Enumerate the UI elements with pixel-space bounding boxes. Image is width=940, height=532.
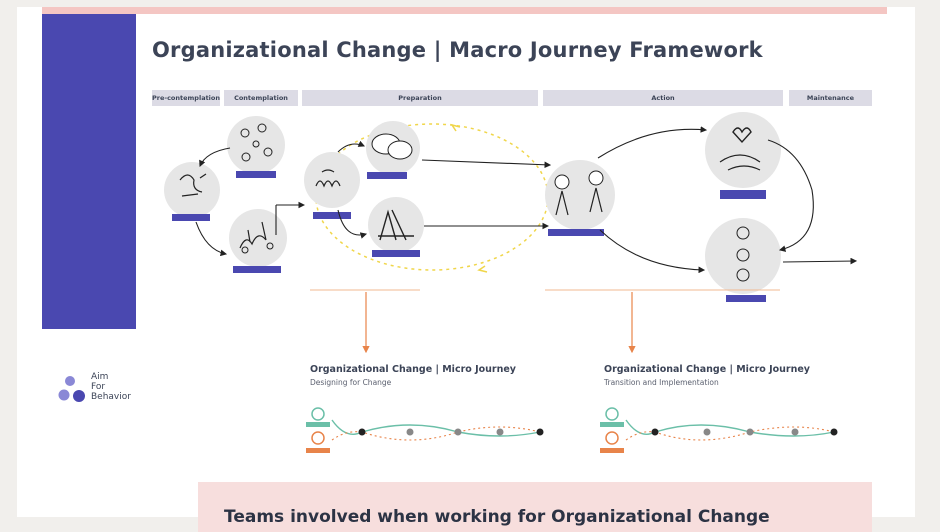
logo-text: Aim For Behavior xyxy=(91,372,131,402)
circle-design xyxy=(368,197,424,253)
tag-emotional xyxy=(236,171,276,178)
top-accent-bar xyxy=(42,7,887,14)
tag-transition xyxy=(548,229,604,236)
tag-overcoming xyxy=(367,172,407,179)
circle-continuous xyxy=(705,218,781,294)
circle-overcoming xyxy=(366,121,420,175)
tag-awareness xyxy=(172,214,210,221)
loop-arrow-bottom xyxy=(477,265,488,273)
stage-action: Action xyxy=(543,90,783,106)
tag-positive xyxy=(720,190,766,199)
stage-contemplation: Contemplation xyxy=(224,90,298,106)
page-title: Organizational Change | Macro Journey Fr… xyxy=(152,38,763,62)
micro-journey-2-subtitle: Transition and Implementation xyxy=(604,378,719,387)
micro-journey-2 xyxy=(600,407,838,453)
micro-journey-1 xyxy=(306,407,544,453)
tag-organizational xyxy=(233,266,281,273)
side-accent-bar xyxy=(42,14,136,329)
loop-arrow-top xyxy=(450,123,461,132)
tag-mindset xyxy=(313,212,351,219)
teams-section: Teams involved when working for Organiza… xyxy=(198,482,872,532)
circle-mindset xyxy=(304,152,360,208)
stage-preparation: Preparation xyxy=(302,90,538,106)
circle-awareness xyxy=(164,162,220,218)
stage-maintenance: Maintenance xyxy=(789,90,872,106)
circle-emotional xyxy=(227,116,285,174)
micro-journey-1-title: Organizational Change | Micro Journey xyxy=(310,364,516,375)
micro-journey-2-title: Organizational Change | Micro Journey xyxy=(604,364,810,375)
tag-design xyxy=(372,250,420,257)
micro-journey-1-subtitle: Designing for Change xyxy=(310,378,392,387)
circle-positive xyxy=(705,112,781,188)
teams-heading: Teams involved when working for Organiza… xyxy=(224,507,770,527)
circle-organizational xyxy=(229,209,287,267)
stage-pre-contemplation: Pre-contemplation xyxy=(152,90,220,106)
aim-for-behavior-logo-mark xyxy=(58,376,85,402)
circle-transition xyxy=(545,160,615,230)
tag-continuous xyxy=(726,295,766,302)
flow-arrows xyxy=(195,126,858,274)
